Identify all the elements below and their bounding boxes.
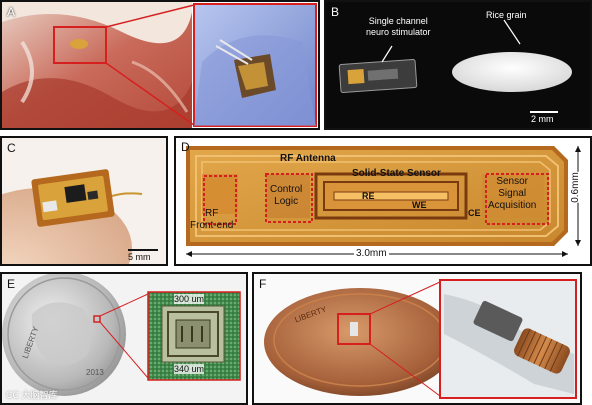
- panel-f: F LIBERTY: [252, 272, 582, 405]
- panel-e-label: E: [7, 277, 16, 291]
- control-logic-line-2: Logic: [274, 196, 299, 207]
- rf-frontend-label: RF Front-end: [190, 208, 233, 232]
- dim-top-label: 300 um: [174, 294, 205, 304]
- control-logic-label: Control Logic: [270, 184, 302, 208]
- we-label: WE: [412, 200, 427, 210]
- panel-c-label: C: [7, 141, 16, 155]
- panel-b-label: B: [331, 5, 340, 19]
- callout-box-a: [53, 26, 107, 64]
- rf-frontend-line-1: RF: [205, 208, 219, 219]
- callout-box-f: [337, 313, 371, 345]
- ce-label: CE: [468, 208, 481, 218]
- pcb-lead: [111, 192, 143, 197]
- dim-bottom-label: 340 um: [174, 364, 205, 374]
- signal-acquisition-line-1: Sensor: [496, 176, 529, 187]
- panel-a-label: A: [7, 5, 16, 19]
- panel-d: D RF Antenna Solid-State Sensor Control …: [174, 136, 592, 266]
- signal-acquisition-label: Sensor Signal Acquisition: [488, 176, 536, 212]
- panel-c-image: [2, 138, 166, 264]
- panel-f-label: F: [259, 277, 267, 291]
- panel-b: B Single channel neuro stimulator Rice g…: [324, 0, 592, 130]
- panel-f-image: [254, 274, 580, 403]
- re-label: RE: [362, 191, 375, 201]
- stim-label-line-2: neuro stimulator: [366, 27, 431, 37]
- implant-closeup-f: [473, 300, 523, 342]
- panel-b-image: [326, 2, 590, 128]
- panel-c: C 5 mm: [0, 136, 168, 266]
- copper-coil: [514, 328, 570, 374]
- panel-d-image: [186, 146, 581, 257]
- implant-in-tissue: [70, 39, 88, 49]
- control-logic-box: [265, 173, 313, 223]
- panel-e: E 300 um 340 um LIBERTY 2013 CC 大脑智库: [0, 272, 248, 405]
- rf-frontend-box: [203, 175, 237, 225]
- stim-label-line-1: Single channel: [368, 16, 428, 26]
- implant-on-penny: [350, 322, 358, 336]
- panel-a: A: [0, 0, 320, 130]
- solid-state-sensor-outline: [314, 172, 468, 220]
- height-dimension-label: 0.6mm: [569, 172, 581, 203]
- rice-grain: [452, 52, 572, 92]
- width-dimension-label: 3.0mm: [354, 248, 389, 259]
- rice-label: Rice grain: [486, 10, 527, 20]
- panel-a-image: [2, 2, 317, 128]
- scale-label-c: 5 mm: [128, 252, 151, 262]
- panel-d-label: D: [181, 140, 190, 154]
- signal-acquisition-line-3: Acquisition: [488, 200, 537, 211]
- signal-acquisition-box: [485, 173, 549, 225]
- scale-label-b: 2 mm: [531, 114, 554, 124]
- rf-frontend-line-2: Front-end: [190, 220, 234, 231]
- panel-e-image: [2, 274, 241, 396]
- watermark: CC 大脑智库: [6, 390, 58, 400]
- signal-acquisition-line-2: Signal: [498, 188, 527, 199]
- rf-antenna-label: RF Antenna: [280, 153, 336, 164]
- callout-box-e: [93, 315, 101, 323]
- dime-text-year: 2013: [86, 368, 104, 377]
- stim-label: Single channel neuro stimulator: [366, 16, 431, 38]
- sensor-label: Solid-State Sensor: [352, 168, 441, 179]
- control-logic-line-1: Control: [270, 184, 303, 195]
- penny-coin: [264, 288, 456, 396]
